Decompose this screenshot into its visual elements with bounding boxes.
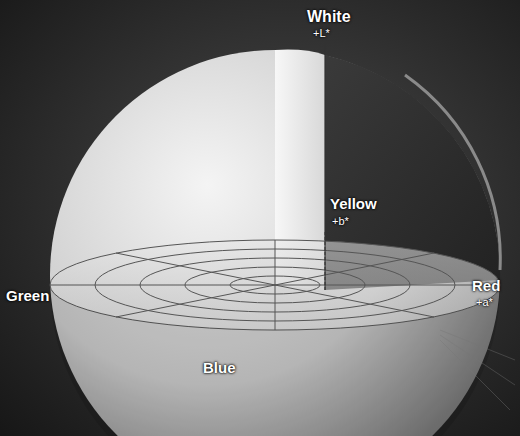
axis-name: White xyxy=(307,8,351,26)
axis-symbol: +a* xyxy=(476,296,493,308)
axis-symbol: +L* xyxy=(313,27,330,39)
axis-name: Green xyxy=(6,288,49,305)
axis-symbol: +b* xyxy=(332,215,349,227)
axis-name: Red xyxy=(472,278,500,295)
axis-name: Yellow xyxy=(330,196,377,213)
axis-name: Blue xyxy=(203,360,236,377)
